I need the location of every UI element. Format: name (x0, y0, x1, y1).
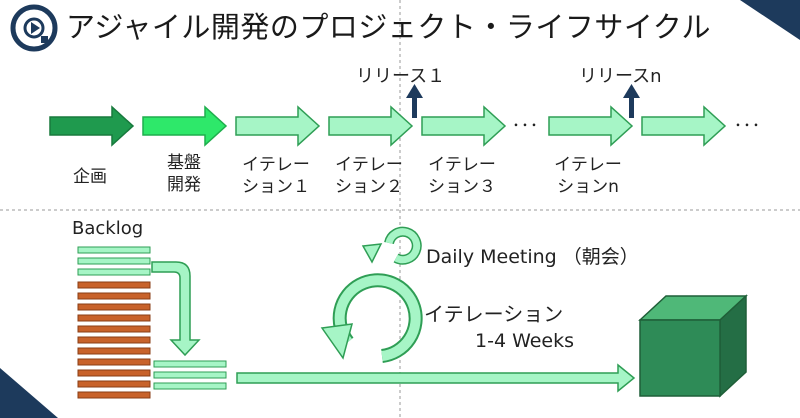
play-circle-icon (10, 4, 58, 52)
iteration-label: イテレーション (424, 302, 564, 326)
backlog-stack (77, 246, 151, 399)
arrow-iteration-3 (421, 105, 507, 147)
phase-planning-label: 企画 (73, 167, 107, 187)
release-n-label: リリースn (579, 66, 662, 87)
corner-triangle-top (740, 0, 800, 40)
release-n-arrow-icon (623, 84, 640, 118)
product-cube-icon (638, 294, 748, 398)
page-title: アジャイル開発のプロジェクト・ライフサイクル (66, 10, 711, 44)
corner-triangle-bottom (0, 368, 58, 418)
arrow-iteration-n (548, 105, 634, 147)
phase-iteration-1-label: イテレー ション１ (232, 154, 320, 198)
arrow-foundation (142, 105, 228, 147)
daily-meeting-label: Daily Meeting （朝会） (426, 246, 639, 268)
phase-iteration-2-line1: イテレー (335, 155, 403, 175)
phase-iteration-1-line1: イテレー (242, 155, 310, 175)
phase-iteration-3-line2: ション３ (428, 177, 496, 197)
arrow-iteration-next (641, 105, 727, 147)
ellipsis-2: ･･･ (734, 116, 762, 135)
arrow-planning (49, 105, 135, 147)
iteration-cycle-icon (320, 273, 423, 363)
delivery-arrow (236, 363, 636, 393)
phase-iteration-n-line2: ションn (557, 177, 619, 197)
phase-iteration-3-line1: イテレー (428, 155, 496, 175)
phase-iteration-n-line1: イテレー (554, 155, 622, 175)
phase-iteration-2-line2: ション２ (335, 177, 403, 197)
backlog-to-sprint-arrow (151, 261, 201, 357)
phase-iteration-3-label: イテレー ション３ (418, 154, 506, 198)
sprint-backlog-stack (153, 360, 227, 390)
phase-iteration-2-label: イテレー ション２ (325, 154, 413, 198)
arrow-iteration-1 (235, 105, 321, 147)
phase-foundation-label: 基盤 開発 (154, 152, 214, 196)
iteration-duration-label: 1-4 Weeks (475, 330, 575, 352)
backlog-label: Backlog (72, 218, 144, 239)
phase-foundation-line1: 基盤 (167, 153, 201, 173)
daily-cycle-icon (361, 226, 422, 265)
arrow-iteration-2 (328, 105, 414, 147)
release-1-arrow-icon (406, 84, 423, 118)
phase-iteration-1-line2: ション１ (242, 177, 310, 197)
ellipsis-1: ･･･ (512, 116, 540, 135)
release-1-label: リリース１ (356, 66, 446, 87)
phase-foundation-line2: 開発 (167, 175, 201, 195)
phase-iteration-n-label: イテレー ションn (544, 154, 632, 198)
